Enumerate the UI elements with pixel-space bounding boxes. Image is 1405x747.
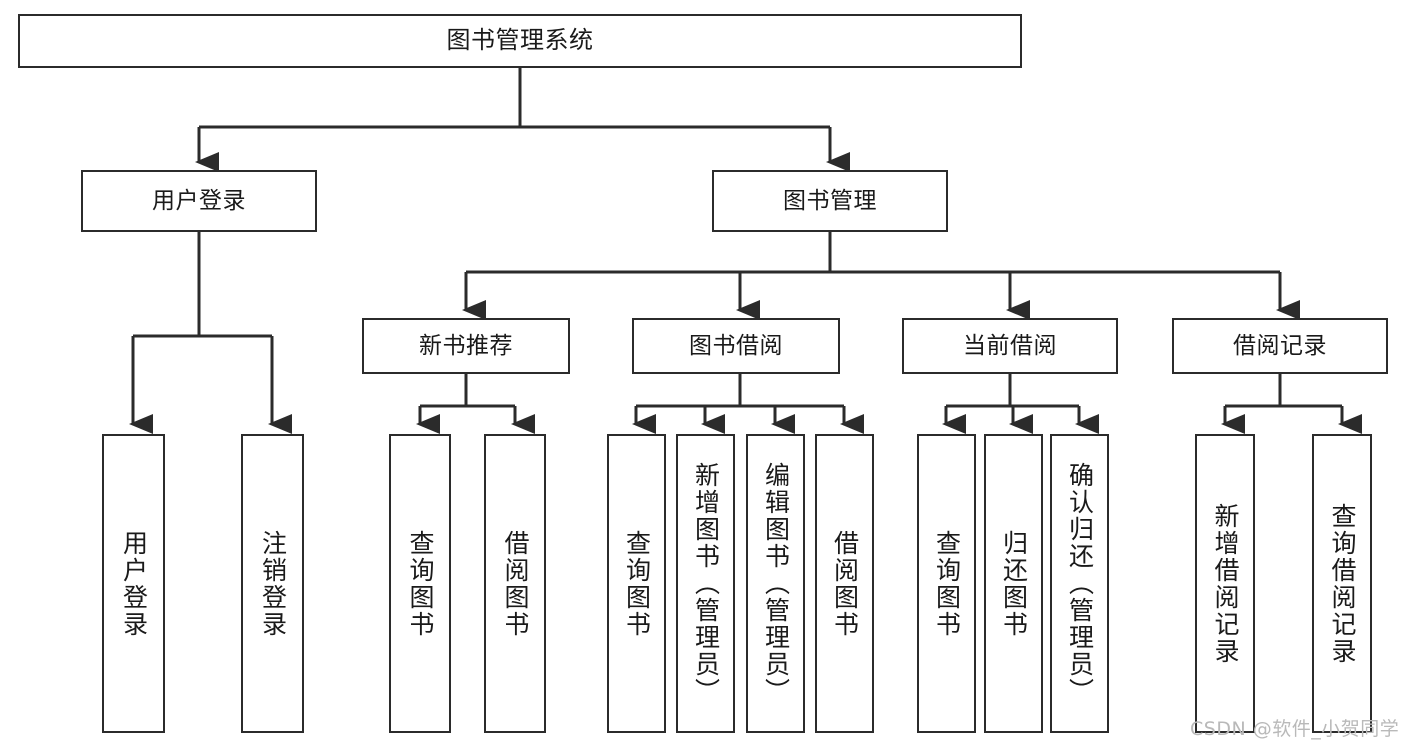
leaf-user-logout[interactable]: 注销登录	[241, 434, 304, 733]
leaf-borrow-query-book[interactable]: 查询图书	[607, 434, 666, 733]
node-book-borrow-label: 图书借阅	[689, 332, 783, 359]
node-borrow-record-label: 借阅记录	[1233, 332, 1327, 359]
leaf-current-return-book[interactable]: 归还图书	[984, 434, 1043, 733]
leaf-record-query-label: 查询借阅记录	[1328, 502, 1357, 665]
node-current-borrow[interactable]: 当前借阅	[902, 318, 1118, 374]
leaf-user-login-label: 用户登录	[119, 529, 149, 638]
node-new-book-recommend-label: 新书推荐	[419, 332, 513, 359]
node-borrow-record[interactable]: 借阅记录	[1172, 318, 1388, 374]
node-current-borrow-label: 当前借阅	[963, 332, 1057, 359]
leaf-record-query[interactable]: 查询借阅记录	[1312, 434, 1372, 733]
node-book-manage[interactable]: 图书管理	[712, 170, 948, 232]
node-book-manage-label: 图书管理	[783, 187, 877, 214]
leaf-record-add[interactable]: 新增借阅记录	[1195, 434, 1255, 733]
node-root-system[interactable]: 图书管理系统	[18, 14, 1022, 68]
leaf-current-return-book-label: 归还图书	[999, 529, 1029, 638]
leaf-recommend-query-book-label: 查询图书	[406, 529, 435, 638]
csdn-watermark: CSDN @软件_小贺同学	[1190, 718, 1400, 740]
leaf-user-login[interactable]: 用户登录	[102, 434, 165, 733]
leaf-borrow-edit-book-admin[interactable]: 编辑图书（管理员）	[746, 434, 805, 733]
leaf-recommend-borrow-book-label: 借阅图书	[501, 529, 530, 638]
leaf-borrow-query-book-label: 查询图书	[622, 529, 652, 638]
node-new-book-recommend[interactable]: 新书推荐	[362, 318, 570, 374]
leaf-record-add-label: 新增借阅记录	[1211, 502, 1240, 665]
leaf-borrow-lend-book-label: 借阅图书	[830, 529, 860, 638]
leaf-borrow-lend-book[interactable]: 借阅图书	[815, 434, 874, 733]
node-user-login-label: 用户登录	[152, 187, 246, 214]
leaf-current-query-book-label: 查询图书	[932, 529, 962, 638]
leaf-recommend-borrow-book[interactable]: 借阅图书	[484, 434, 546, 733]
node-user-login[interactable]: 用户登录	[81, 170, 317, 232]
leaf-current-query-book[interactable]: 查询图书	[917, 434, 976, 733]
node-root-system-label: 图书管理系统	[446, 26, 594, 55]
leaf-current-confirm-return-admin-label: 确认归还（管理员）	[1065, 462, 1095, 705]
leaf-recommend-query-book[interactable]: 查询图书	[389, 434, 451, 733]
leaf-borrow-add-book-admin[interactable]: 新增图书（管理员）	[676, 434, 735, 733]
node-book-borrow[interactable]: 图书借阅	[632, 318, 840, 374]
leaf-borrow-edit-book-admin-label: 编辑图书（管理员）	[761, 462, 791, 705]
leaf-borrow-add-book-admin-label: 新增图书（管理员）	[691, 462, 721, 705]
leaf-user-logout-label: 注销登录	[258, 529, 288, 638]
leaf-current-confirm-return-admin[interactable]: 确认归还（管理员）	[1050, 434, 1109, 733]
